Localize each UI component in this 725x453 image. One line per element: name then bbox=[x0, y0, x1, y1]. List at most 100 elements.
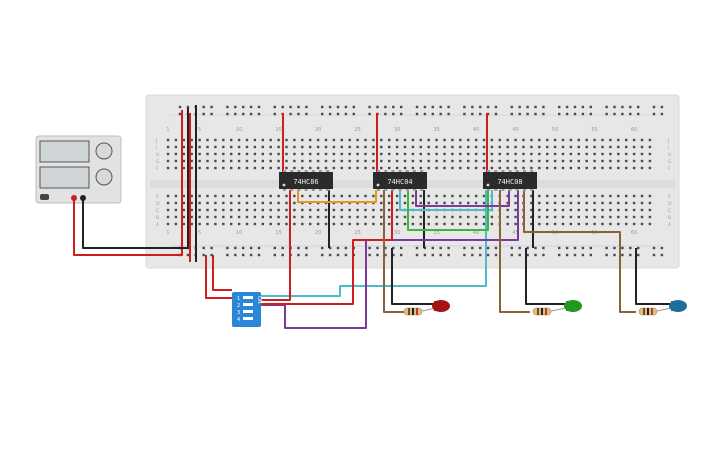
breadboard-hole[interactable] bbox=[518, 112, 521, 116]
breadboard-hole[interactable] bbox=[652, 112, 656, 116]
breadboard-hole[interactable] bbox=[368, 105, 371, 109]
breadboard-hole[interactable] bbox=[376, 253, 379, 257]
breadboard-hole[interactable] bbox=[392, 246, 395, 250]
breadboard-hole[interactable] bbox=[621, 112, 624, 116]
breadboard-hole[interactable] bbox=[372, 152, 375, 156]
breadboard-hole[interactable] bbox=[486, 253, 490, 257]
breadboard-hole[interactable] bbox=[467, 138, 470, 142]
breadboard-hole[interactable] bbox=[506, 201, 509, 205]
breadboard-hole[interactable] bbox=[289, 112, 292, 116]
breadboard-hole[interactable] bbox=[395, 166, 399, 170]
breadboard-hole[interactable] bbox=[632, 201, 636, 205]
breadboard-hole[interactable] bbox=[542, 253, 545, 257]
breadboard-hole[interactable] bbox=[269, 159, 272, 163]
breadboard-hole[interactable] bbox=[561, 159, 565, 163]
breadboard-hole[interactable] bbox=[577, 201, 580, 205]
breadboard-hole[interactable] bbox=[427, 194, 430, 198]
breadboard-hole[interactable] bbox=[601, 208, 604, 212]
breadboard-hole[interactable] bbox=[589, 105, 592, 109]
breadboard-hole[interactable] bbox=[617, 222, 620, 226]
breadboard-hole[interactable] bbox=[336, 253, 340, 257]
breadboard-hole[interactable] bbox=[561, 152, 565, 156]
breadboard-hole[interactable] bbox=[546, 201, 549, 205]
breadboard-hole[interactable] bbox=[305, 112, 308, 116]
breadboard-hole[interactable] bbox=[257, 105, 261, 109]
breadboard-hole[interactable] bbox=[605, 112, 608, 116]
breadboard-hole[interactable] bbox=[443, 215, 446, 219]
breadboard-hole[interactable] bbox=[190, 222, 193, 226]
breadboard-hole[interactable] bbox=[206, 152, 209, 156]
breadboard-hole[interactable] bbox=[202, 246, 205, 250]
breadboard-hole[interactable] bbox=[593, 159, 596, 163]
resistor-2[interactable] bbox=[532, 307, 552, 316]
breadboard-hole[interactable] bbox=[419, 145, 422, 149]
breadboard-hole[interactable] bbox=[640, 222, 644, 226]
breadboard-hole[interactable] bbox=[514, 145, 517, 149]
breadboard-hole[interactable] bbox=[380, 222, 383, 226]
breadboard-hole[interactable] bbox=[388, 152, 391, 156]
breadboard-hole[interactable] bbox=[660, 105, 664, 109]
breadboard-hole[interactable] bbox=[332, 208, 336, 212]
dip-toggle-2[interactable] bbox=[243, 303, 253, 306]
breadboard-hole[interactable] bbox=[249, 246, 253, 250]
breadboard-hole[interactable] bbox=[451, 201, 454, 205]
breadboard-hole[interactable] bbox=[214, 138, 217, 142]
breadboard-hole[interactable] bbox=[178, 112, 182, 116]
breadboard-hole[interactable] bbox=[237, 222, 241, 226]
breadboard-hole[interactable] bbox=[226, 105, 229, 109]
breadboard-hole[interactable] bbox=[321, 253, 324, 257]
breadboard-hole[interactable] bbox=[589, 246, 592, 250]
breadboard-hole[interactable] bbox=[640, 166, 644, 170]
breadboard-hole[interactable] bbox=[253, 159, 257, 163]
breadboard-hole[interactable] bbox=[463, 246, 466, 250]
breadboard-hole[interactable] bbox=[190, 152, 193, 156]
breadboard-hole[interactable] bbox=[356, 194, 359, 198]
breadboard-hole[interactable] bbox=[395, 159, 399, 163]
breadboard-hole[interactable] bbox=[285, 201, 288, 205]
wire-psu-negative[interactable] bbox=[82, 108, 189, 249]
breadboard-hole[interactable] bbox=[309, 145, 312, 149]
breadboard-hole[interactable] bbox=[198, 166, 201, 170]
breadboard-hole[interactable] bbox=[415, 105, 419, 109]
breadboard-hole[interactable] bbox=[648, 215, 652, 219]
breadboard-hole[interactable] bbox=[613, 112, 616, 116]
breadboard-hole[interactable] bbox=[585, 152, 588, 156]
breadboard-hole[interactable] bbox=[427, 215, 430, 219]
breadboard-hole[interactable] bbox=[364, 145, 367, 149]
breadboard-hole[interactable] bbox=[368, 253, 371, 257]
wire-cyan[interactable] bbox=[260, 190, 487, 297]
breadboard-hole[interactable] bbox=[336, 105, 340, 109]
breadboard-hole[interactable] bbox=[411, 194, 415, 198]
breadboard-hole[interactable] bbox=[328, 253, 332, 257]
breadboard-hole[interactable] bbox=[498, 152, 501, 156]
breadboard-hole[interactable] bbox=[174, 152, 178, 156]
breadboard-hole[interactable] bbox=[530, 159, 533, 163]
breadboard-hole[interactable] bbox=[245, 194, 249, 198]
breadboard-hole[interactable] bbox=[348, 145, 351, 149]
breadboard-hole[interactable] bbox=[388, 166, 391, 170]
breadboard-hole[interactable] bbox=[356, 159, 359, 163]
breadboard-hole[interactable] bbox=[293, 208, 296, 212]
breadboard-hole[interactable] bbox=[230, 152, 233, 156]
breadboard-hole[interactable] bbox=[340, 159, 343, 163]
breadboard-hole[interactable] bbox=[640, 208, 644, 212]
breadboard-hole[interactable] bbox=[427, 152, 430, 156]
breadboard-hole[interactable] bbox=[230, 145, 233, 149]
breadboard-hole[interactable] bbox=[490, 138, 494, 142]
breadboard-hole[interactable] bbox=[482, 215, 486, 219]
breadboard-hole[interactable] bbox=[553, 194, 557, 198]
breadboard-hole[interactable] bbox=[486, 105, 490, 109]
breadboard-hole[interactable] bbox=[625, 159, 628, 163]
breadboard-hole[interactable] bbox=[226, 112, 229, 116]
breadboard-hole[interactable] bbox=[245, 166, 249, 170]
breadboard-hole[interactable] bbox=[577, 159, 580, 163]
breadboard-hole[interactable] bbox=[214, 159, 217, 163]
breadboard-hole[interactable] bbox=[522, 159, 525, 163]
breadboard-hole[interactable] bbox=[494, 105, 498, 109]
breadboard-hole[interactable] bbox=[617, 201, 620, 205]
breadboard-hole[interactable] bbox=[565, 246, 569, 250]
breadboard-hole[interactable] bbox=[324, 159, 328, 163]
breadboard-hole[interactable] bbox=[261, 222, 264, 226]
current-knob[interactable] bbox=[95, 168, 113, 186]
breadboard-hole[interactable] bbox=[538, 215, 541, 219]
